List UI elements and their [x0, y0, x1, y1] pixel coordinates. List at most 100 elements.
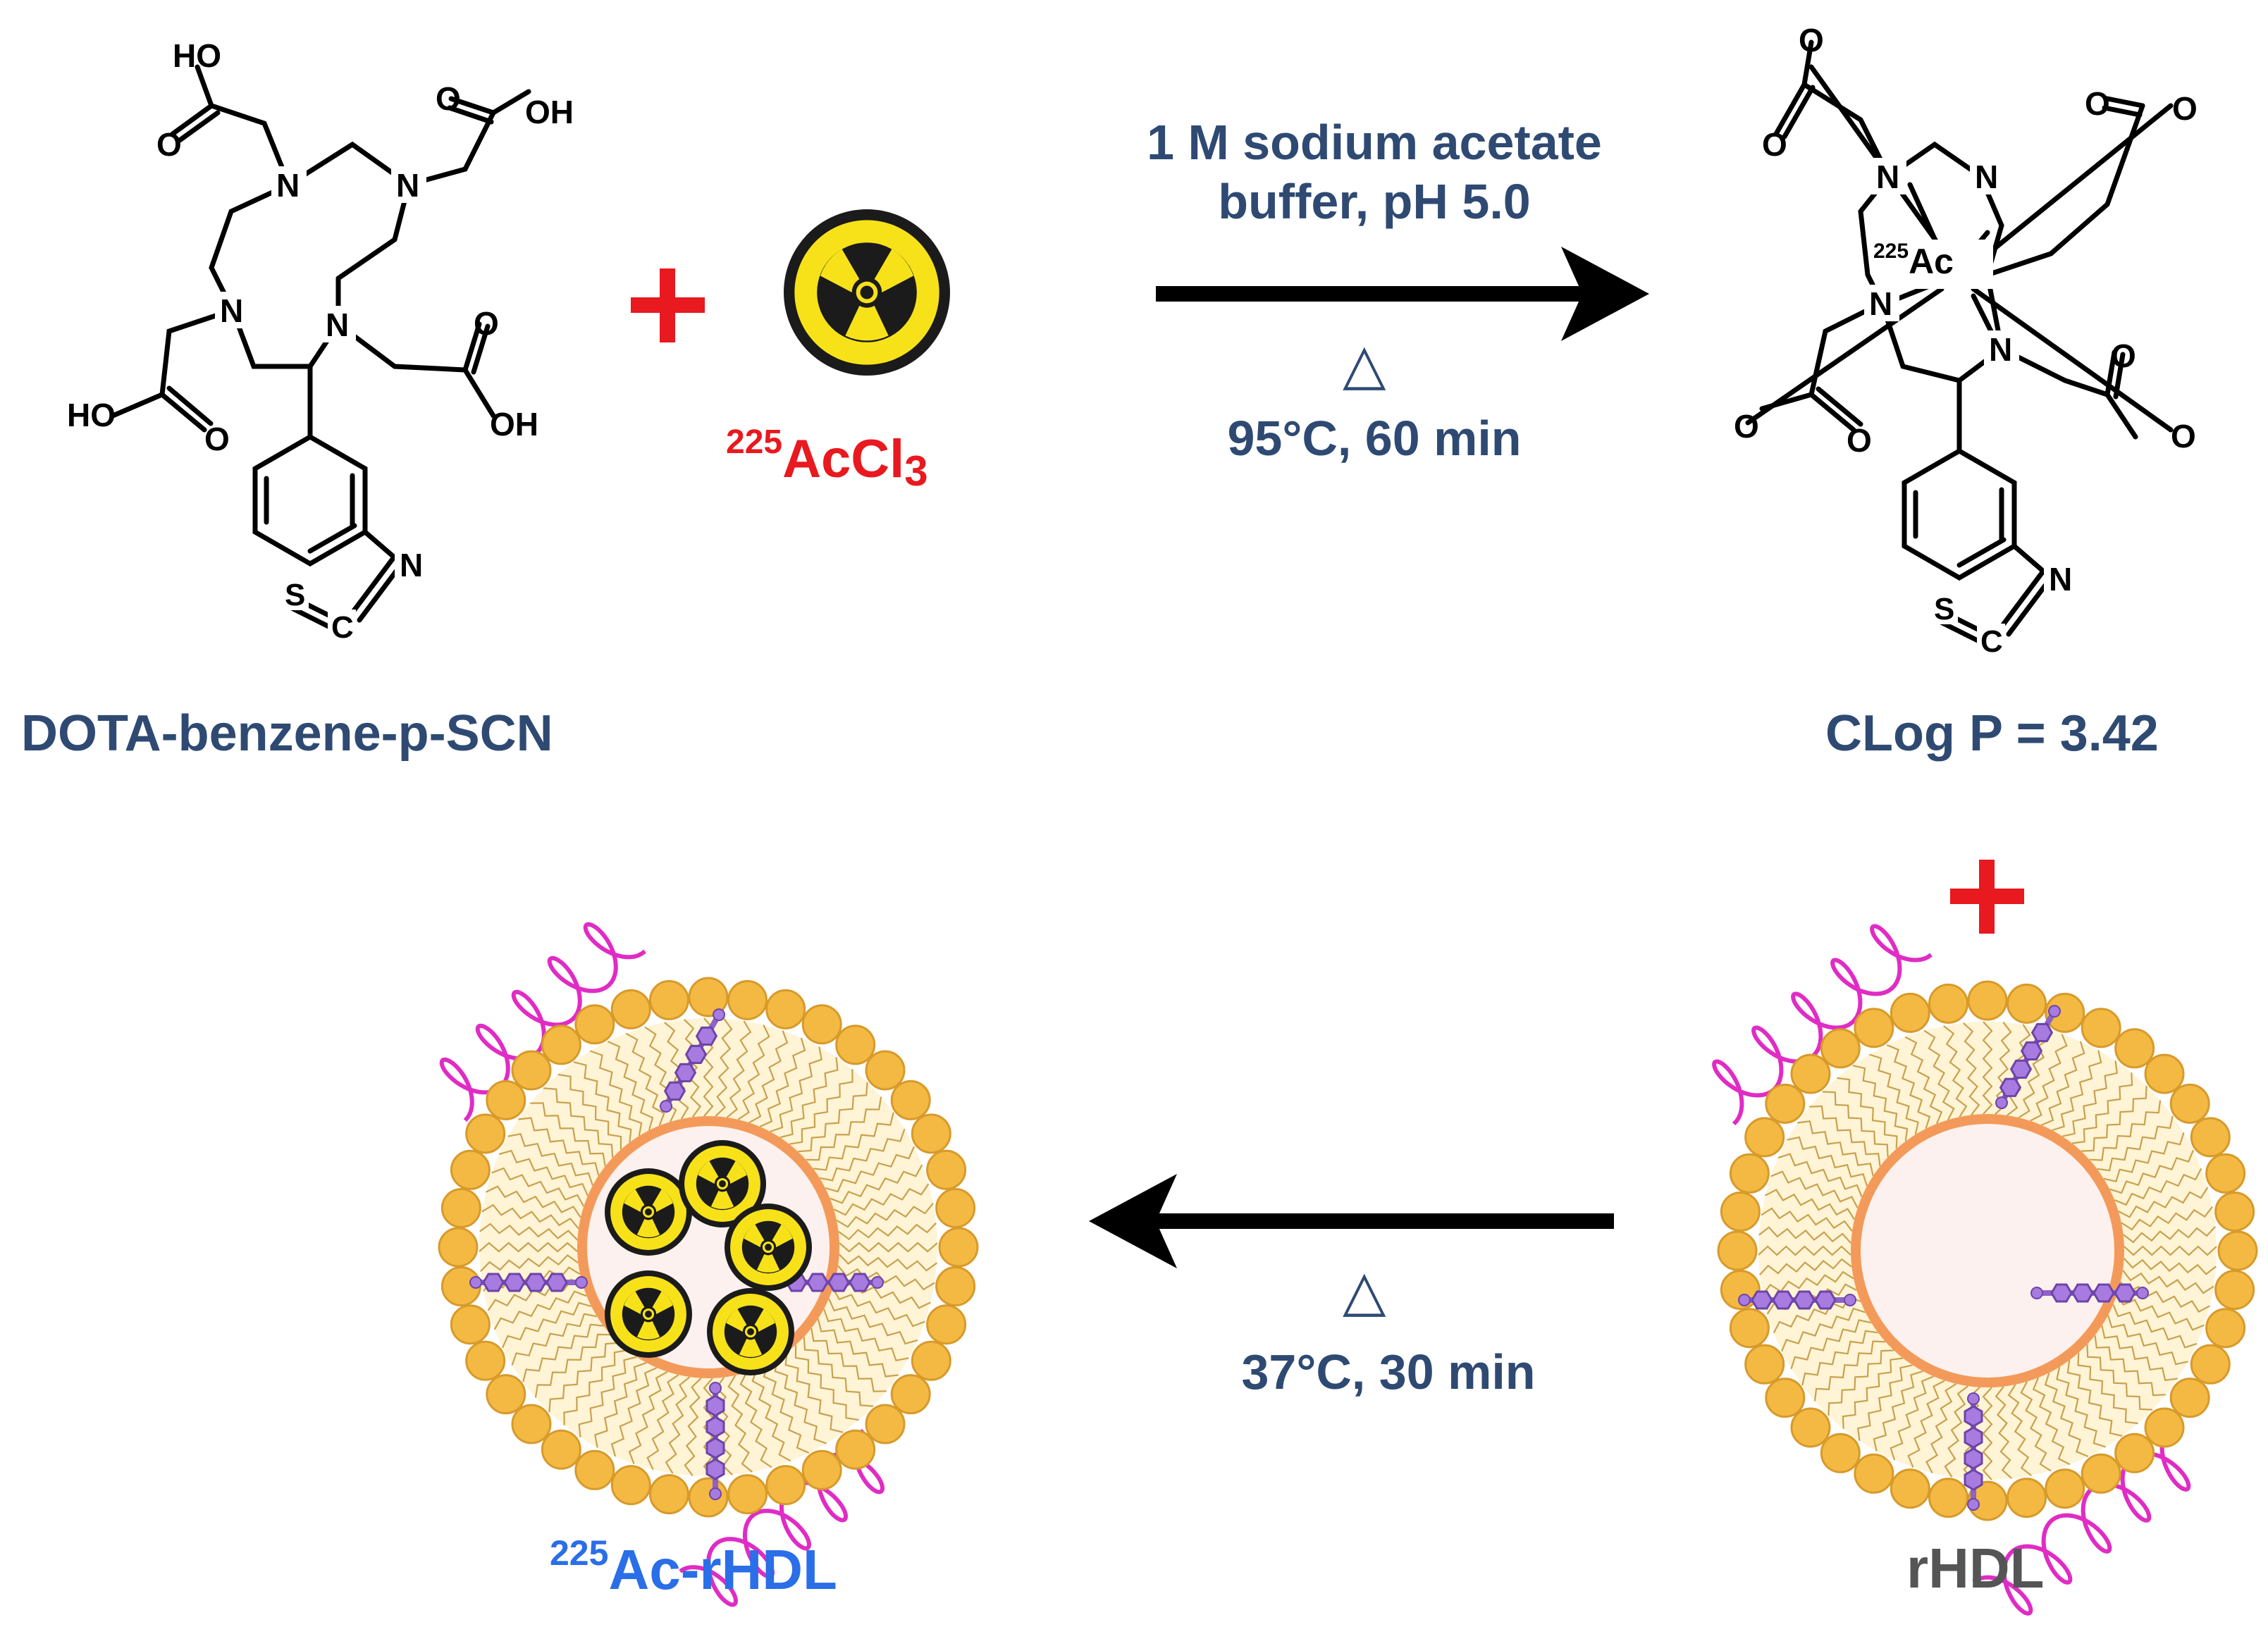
phospholipid-head — [2114, 1028, 2155, 1069]
atom-label-c: C — [1980, 624, 2003, 659]
actinium-mass-number: 225 — [726, 423, 783, 461]
phospholipid-head — [926, 1304, 967, 1345]
phospholipid-head — [938, 1227, 979, 1268]
step1-reagent-line2: buffer, pH 5.0 — [1218, 174, 1531, 229]
atom-label-o: O — [1734, 408, 1759, 445]
phospholipid-head — [2144, 1053, 2185, 1094]
actinium-formula: AcCl — [782, 429, 905, 489]
dota-atom-backgrounds — [215, 166, 430, 641]
phospholipid-head — [1890, 1468, 1930, 1509]
plus-icon-right — [1950, 860, 2024, 934]
phospholipid-head — [1765, 1378, 1806, 1418]
phospholipid-head — [610, 1465, 651, 1506]
phospholipid-head — [911, 1113, 951, 1154]
phospholipid-head — [2217, 1230, 2258, 1271]
phospholipid-head — [935, 1187, 976, 1228]
phospholipid-head — [765, 989, 806, 1029]
rhdl-label: rHDL — [1906, 1537, 2045, 1600]
phospholipid-head — [1790, 1407, 1831, 1448]
atom-label-o: O — [1762, 126, 1787, 163]
phospholipid-head — [865, 1050, 906, 1091]
phospholipid-head — [2205, 1308, 2246, 1349]
reactant-name: DOTA-benzene-p-SCN — [21, 705, 553, 762]
phospholipid-head — [835, 1025, 876, 1065]
phospholipid-head — [1765, 1083, 1806, 1124]
phospholipid-head — [890, 1374, 931, 1415]
phospholipid-head — [2214, 1270, 2255, 1311]
phospholipid-head — [926, 1149, 967, 1190]
phospholipid-head — [2144, 1407, 2185, 1448]
phospholipid-head — [1729, 1308, 1770, 1349]
atom-label-o: O — [436, 80, 461, 117]
atom-label-o: O — [156, 126, 182, 163]
radioactive-icon — [725, 1204, 812, 1291]
phospholipid-head — [2114, 1433, 2155, 1473]
cholesterol-molecule — [2030, 1283, 2149, 1303]
phospholipid-head — [688, 977, 729, 1017]
plus-icon-top — [631, 268, 705, 342]
phospholipid-head — [1928, 983, 1968, 1024]
radioactive-icon — [707, 1288, 794, 1375]
phospholipid-head — [1729, 1153, 1770, 1194]
phospholipid-head — [2169, 1378, 2210, 1418]
heat-icon: △ — [1343, 333, 1386, 395]
atom-label-o: O — [1799, 22, 1824, 58]
phospholipid-head — [2081, 1453, 2121, 1494]
phospholipid-head — [2190, 1117, 2231, 1158]
metal-label: 225Ac — [1873, 240, 1954, 282]
phospholipid-head — [2045, 992, 2085, 1033]
phospholipid-head — [2007, 1478, 2047, 1518]
atom-label-n: N — [220, 292, 244, 329]
product-mass-number: 225 — [550, 1533, 609, 1573]
product-name: Ac-rHDL — [608, 1538, 837, 1601]
phospholipid-head — [890, 1079, 931, 1120]
phospholipid-head — [865, 1404, 906, 1444]
apolipoprotein-helix — [1972, 1425, 2191, 1616]
phospholipid-head — [465, 1340, 506, 1381]
phospholipid-head — [438, 1227, 479, 1268]
phospholipid-head — [465, 1113, 506, 1154]
reaction-arrow-left — [1089, 1174, 1614, 1268]
cholesterol-molecule — [1995, 1005, 2061, 1109]
phospholipid-head — [835, 1429, 876, 1470]
phospholipid-head — [1820, 1028, 1861, 1069]
phospholipid-head — [2007, 983, 2047, 1024]
actinium-salt-label: 225AcCl3 — [726, 423, 928, 495]
atom-label-n: N — [276, 167, 300, 204]
phospholipid-head — [541, 1429, 581, 1470]
phospholipid-head — [2205, 1153, 2246, 1194]
phospholipid-head — [1720, 1191, 1761, 1232]
atom-label-o: O — [2111, 338, 2136, 374]
metal-mass-number: 225 — [1873, 240, 1909, 263]
phospholipid-head — [574, 1449, 615, 1490]
phospholipid-head — [1744, 1344, 1785, 1385]
cholesterol-molecule — [1738, 1290, 1856, 1310]
actinium-subscript: 3 — [904, 447, 928, 495]
step1-temperature-time: 95°C, 60 min — [1227, 411, 1522, 466]
cholesterol-molecule — [660, 1008, 725, 1113]
phospholipid-head — [450, 1149, 491, 1190]
phospholipid-head — [541, 1025, 581, 1065]
phospholipid-head — [574, 1004, 615, 1045]
phospholipid-head — [440, 1187, 481, 1228]
apolipoprotein-helix — [439, 922, 646, 1122]
atom-label-o: O — [2085, 85, 2110, 122]
atom-label-o: O — [204, 421, 230, 457]
phospholipid-head — [1967, 980, 2008, 1021]
atom-label-o: O — [474, 305, 499, 342]
atom-label-o: O — [2171, 418, 2196, 454]
phospholipid-head — [1854, 1008, 1894, 1048]
phospholipid-head — [450, 1304, 491, 1345]
phospholipid-head — [765, 1465, 806, 1506]
atom-label-n: N — [1876, 159, 1900, 195]
hydrophobic-core — [1861, 1124, 2114, 1378]
step1-reagent-line1: 1 M sodium acetate — [1147, 115, 1602, 170]
phospholipid-head — [1854, 1453, 1894, 1494]
ac-rhdl-nanoparticle — [438, 922, 979, 1607]
phospholipid-head — [2214, 1191, 2255, 1232]
step1-conditions-top: 1 M sodium acetate buffer, pH 5.0 — [1043, 113, 1706, 231]
cholesterol-molecule — [1964, 1392, 1983, 1511]
heat-icon: △ — [1343, 1259, 1386, 1322]
